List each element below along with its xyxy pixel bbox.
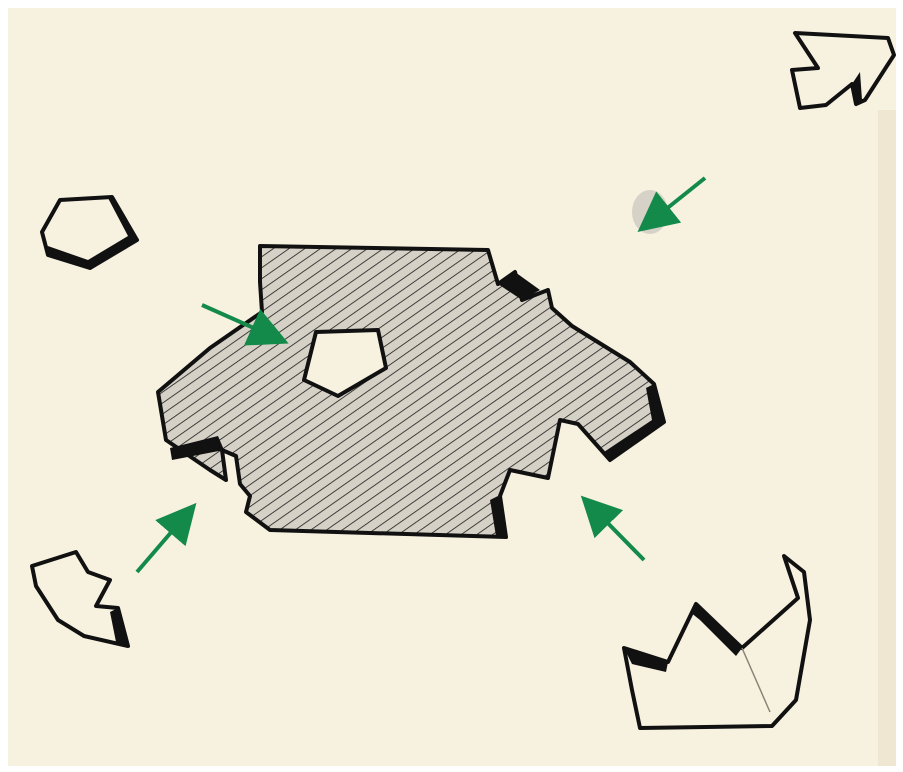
paper-right-edge — [878, 110, 896, 766]
